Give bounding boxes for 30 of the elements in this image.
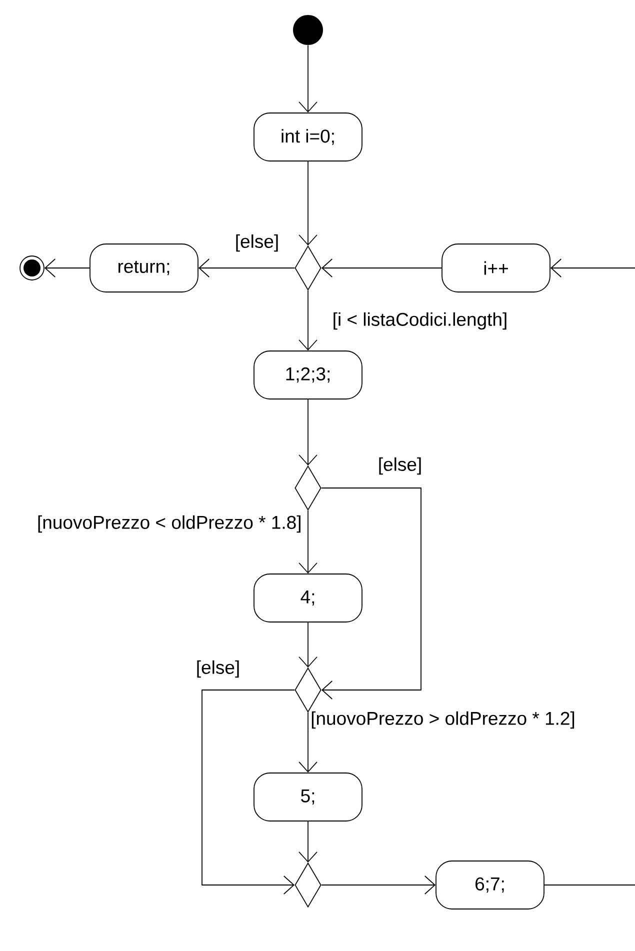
- action-box: i++: [442, 244, 550, 292]
- action-box: return;: [90, 244, 198, 292]
- action-box: 4;: [254, 574, 362, 622]
- arrow: [550, 258, 635, 278]
- action-box: int i=0;: [254, 112, 362, 162]
- final-node: [20, 256, 44, 280]
- arrow: [198, 258, 295, 278]
- arrow: [298, 161, 318, 246]
- edge-label: [else]: [234, 233, 280, 253]
- arrow: [298, 712, 318, 773]
- arrow: [298, 821, 318, 863]
- edge-label: [i < listaCodici.length]: [331, 311, 509, 331]
- action-box: 5;: [254, 772, 362, 822]
- arrow: [321, 488, 422, 700]
- edge-label: [else]: [376, 456, 424, 476]
- arrow: [202, 690, 295, 894]
- edge-label: [nuovoPrezzo > oldPrezzo * 1.2]: [310, 710, 576, 730]
- action-box: 6;7;: [436, 860, 544, 910]
- arrow: [298, 290, 318, 351]
- edge-label: [nuovoPrezzo < oldPrezzo * 1.8]: [36, 514, 303, 534]
- edge-label: [else]: [194, 659, 242, 679]
- arrow: [321, 258, 442, 278]
- arrow: [298, 44, 318, 113]
- arrow: [44, 258, 90, 278]
- action-box: 1;2;3;: [254, 350, 362, 400]
- arrow: [298, 622, 318, 668]
- arrow: [321, 876, 436, 894]
- initial-node: [293, 15, 323, 45]
- arrow: [298, 399, 318, 466]
- arrow: [298, 510, 318, 574]
